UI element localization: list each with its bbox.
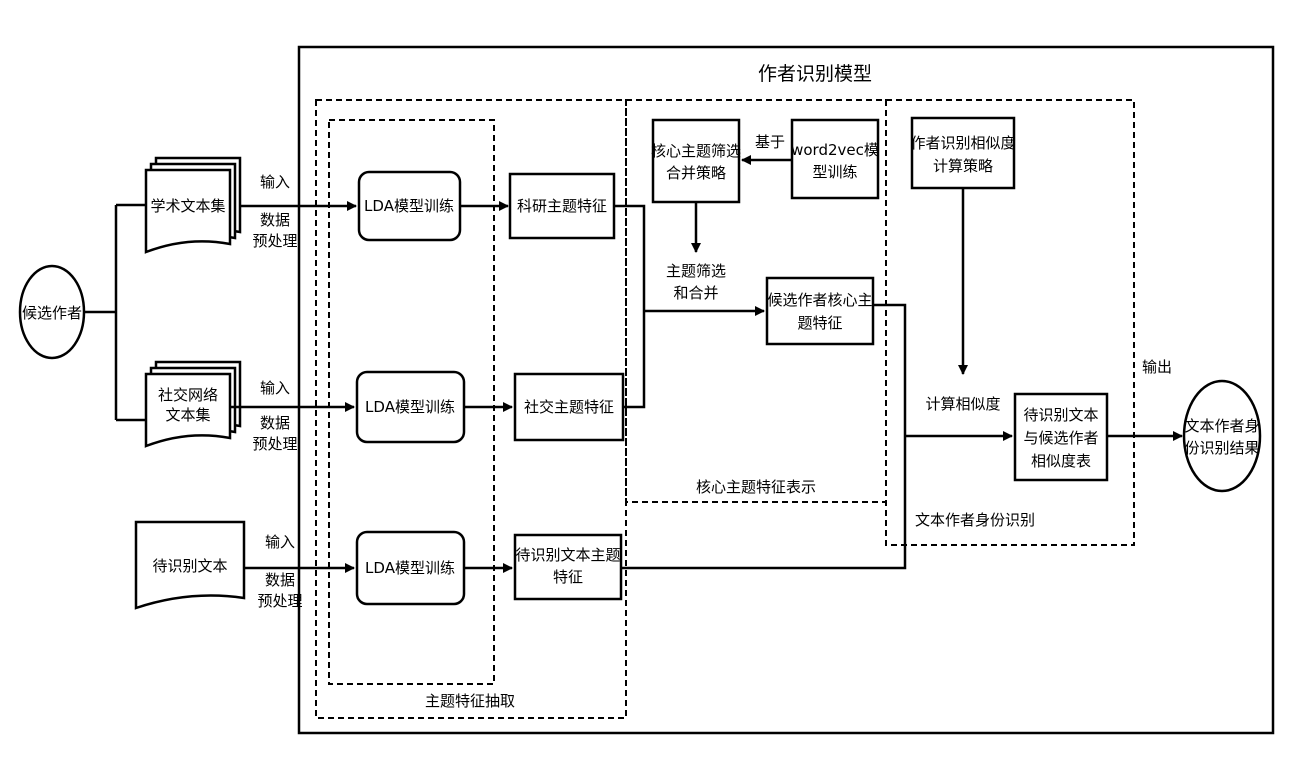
similarity-node: [1013, 392, 1109, 482]
preprocess-label-1: 预处理: [252, 232, 297, 250]
pending-feature-node: [513, 533, 623, 601]
data-label-3: 数据: [265, 571, 295, 589]
based-on-label: 基于: [755, 133, 785, 151]
academic-text-node: [144, 156, 242, 254]
author-branch-edge: [84, 203, 146, 422]
input-label-1: 输入: [260, 173, 290, 191]
word2vec-node: [790, 118, 880, 200]
result-node: [1182, 379, 1262, 493]
similarity-strategy-node: [910, 116, 1016, 190]
core-feature-label-2: 题特征: [797, 314, 842, 332]
strategy-node: [651, 118, 741, 204]
feature-extraction-label: 主题特征抽取: [425, 692, 515, 710]
similarity-label-2: 与候选作者: [1023, 429, 1098, 447]
lda-label-3: LDA模型训练: [365, 559, 455, 577]
social-text-label-1: 社交网络: [158, 386, 218, 404]
similarity-label-3: 相似度表: [1031, 452, 1091, 470]
social-text-node: [144, 360, 242, 448]
strategy-label-2: 合并策略: [666, 164, 726, 182]
input-label-3: 输入: [265, 533, 295, 551]
pending-text-label: 待识别文本: [152, 557, 227, 575]
data-label-1: 数据: [260, 211, 290, 229]
preprocess-label-2: 预处理: [252, 435, 297, 453]
academic-text-label: 学术文本集: [150, 197, 225, 215]
social-feature-label: 社交主题特征: [524, 398, 614, 416]
research-feature-label: 科研主题特征: [517, 197, 607, 215]
feature-extraction-group: [315, 99, 627, 719]
core-feature-label: 核心主题特征表示: [696, 478, 816, 496]
social-text-label-2: 文本集: [165, 406, 210, 424]
lda-group: [328, 119, 495, 685]
lda-label-1: LDA模型训练: [364, 197, 454, 215]
identification-group: [885, 99, 1135, 546]
output-label: 输出: [1142, 358, 1172, 376]
pending-text-node: [134, 520, 246, 610]
pending-feature-label-2: 特征: [553, 568, 583, 586]
feature-merge-edge: [614, 204, 646, 409]
core-feature-node: [765, 276, 875, 346]
similarity-strategy-label-2: 计算策略: [933, 157, 993, 175]
model-frame: [297, 45, 1275, 735]
research-feature-node: [508, 172, 616, 240]
similarity-strategy-label-1: 作者识别相似度: [910, 134, 1015, 152]
identification-label: 文本作者身份识别: [915, 511, 1035, 529]
input-label-2: 输入: [260, 379, 290, 397]
word2vec-label-2: 型训练: [812, 163, 857, 181]
social-feature-node: [513, 372, 625, 442]
similarity-label-1: 待识别文本: [1023, 406, 1098, 424]
word2vec-label-1: word2vec模: [791, 141, 879, 159]
filter-label-1: 主题筛选: [666, 262, 726, 280]
compute-similarity-label: 计算相似度: [925, 395, 1000, 413]
filter-label-2: 和合并: [673, 284, 718, 302]
lda-label-2: LDA模型训练: [365, 398, 455, 416]
preprocess-label-3: 预处理: [257, 592, 302, 610]
candidate-author-label: 候选作者: [22, 304, 82, 322]
strategy-label-1: 核心主题筛选: [651, 142, 741, 160]
result-label-2: 份识别结果: [1184, 439, 1259, 457]
core-feature-label-1: 候选作者核心主: [767, 291, 872, 309]
model-title: 作者识别模型: [758, 63, 872, 85]
result-label-1: 文本作者身: [1184, 417, 1259, 435]
pending-feature-label-1: 待识别文本主题: [515, 546, 620, 564]
data-label-2: 数据: [260, 414, 290, 432]
